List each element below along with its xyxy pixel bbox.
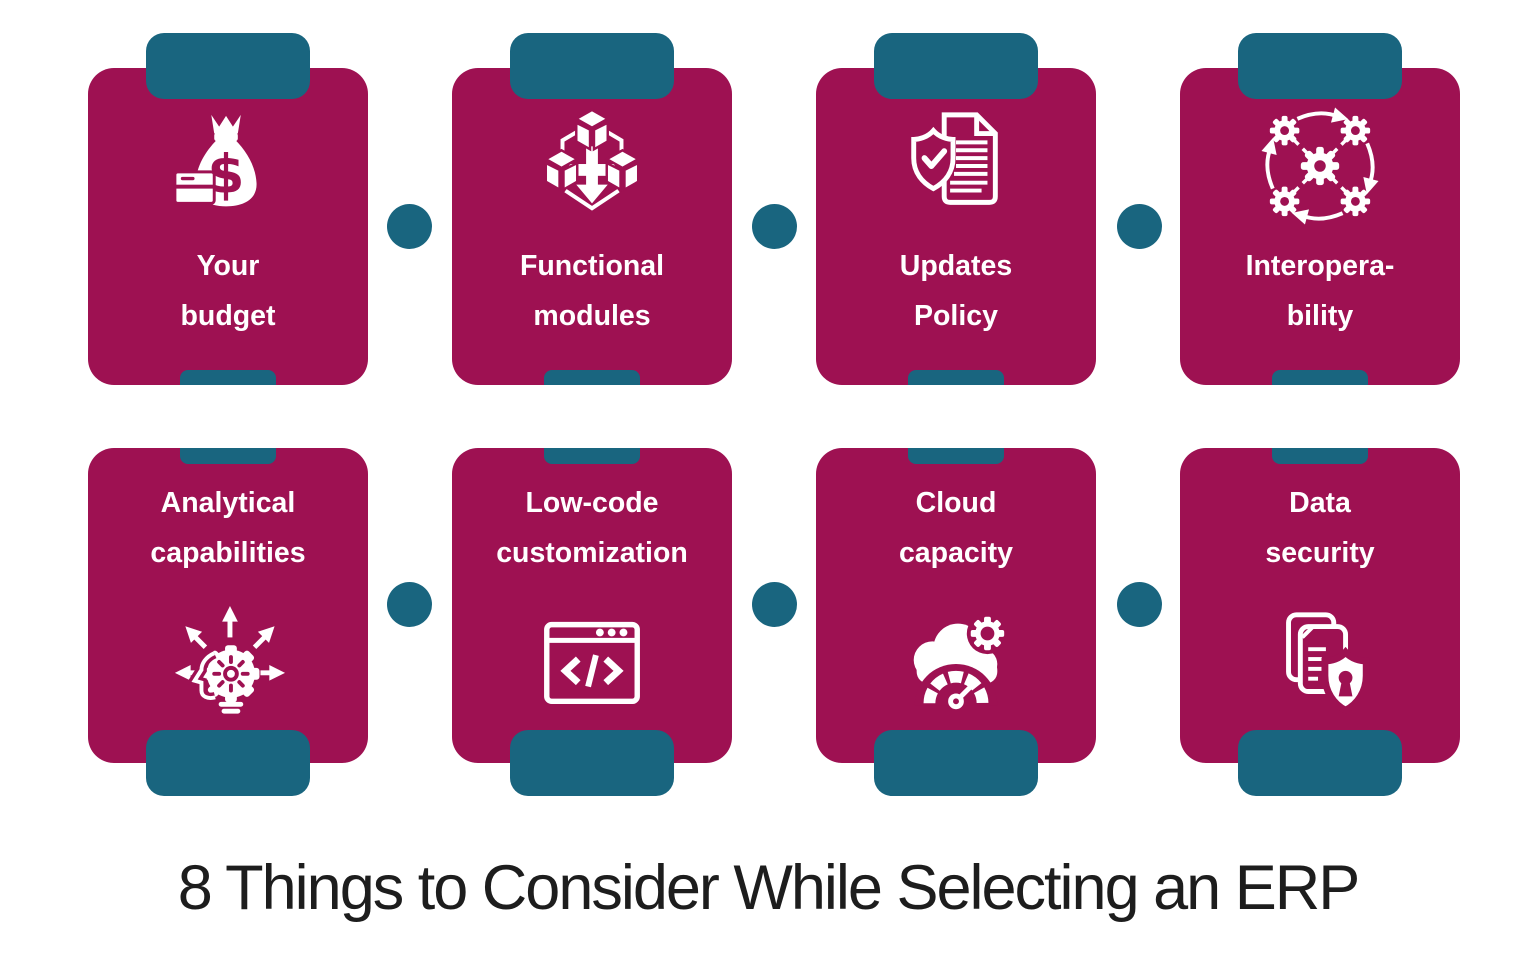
card-label-line2: capacity [898, 537, 1014, 569]
documents-shield-lock-icon [1286, 612, 1370, 715]
clip-tab-top [180, 448, 276, 464]
clip-tab-bottom [180, 370, 276, 385]
connector-dot [387, 582, 432, 627]
connector-dot [1117, 204, 1162, 249]
card-label: Your budget [88, 241, 368, 341]
clip-tab-bottom [146, 730, 310, 796]
card-label-line1: Interopera- [1245, 250, 1395, 282]
card-label-line2: budget [180, 300, 276, 332]
cloud-gear-gauge-icon [913, 612, 1009, 710]
clip-tab-top [544, 448, 640, 464]
modules-cubes-icon [543, 108, 641, 211]
card-label-line1: Low-code [525, 487, 659, 519]
card-label-line2: customization [496, 537, 688, 569]
card-label-line2: modules [533, 300, 651, 332]
card-label: Data security [1180, 478, 1460, 578]
card-your-budget: $ Your budget [88, 33, 368, 385]
card-label-line1: Analytical [160, 487, 296, 519]
card-label-line2: Policy [914, 300, 998, 332]
clip-tab-bottom [510, 730, 674, 796]
clip-tab-bottom [544, 370, 640, 385]
card-analytical-capabilities: Analytical capabilities [88, 448, 368, 796]
card-functional-modules: Functional modules [452, 33, 732, 385]
clip-tab-top [908, 448, 1004, 464]
card-label: Updates Policy [816, 241, 1096, 341]
card-label-line1: Your [196, 250, 260, 282]
clip-tab-bottom [1272, 370, 1368, 385]
card-interoperability: Interopera- bility [1180, 33, 1460, 385]
clip-tab-top [510, 33, 674, 99]
connector-dot [752, 204, 797, 249]
clip-tab-top [874, 33, 1038, 99]
code-window-icon [544, 621, 640, 705]
card-label-line2: bility [1286, 300, 1354, 332]
card-label: Analytical capabilities [88, 478, 368, 578]
card-label: Low-code customization [452, 478, 732, 578]
card-label-line1: Cloud [915, 487, 997, 519]
card-label: Functional modules [452, 241, 732, 341]
connector-dot [387, 204, 432, 249]
card-label-line2: security [1265, 537, 1375, 569]
card-updates-policy: Updates Policy [816, 33, 1096, 385]
head-gear-analysis-icon [174, 605, 286, 714]
card-low-code-customization: Low-code customization [452, 448, 732, 796]
card-label-line1: Functional [519, 250, 665, 282]
connected-gears-icon [1261, 106, 1379, 225]
money-bag-icon: $ [173, 114, 257, 206]
clip-tab-top [1272, 448, 1368, 464]
card-label-line1: Updates [899, 250, 1013, 282]
infographic-title: 8 Things to Consider While Selecting an … [177, 853, 1361, 923]
card-cloud-capacity: Cloud capacity [816, 448, 1096, 796]
connector-dot [1117, 582, 1162, 627]
card-label-line1: Data [1289, 487, 1351, 519]
clip-tab-bottom [908, 370, 1004, 385]
card-label: Cloud capacity [816, 478, 1096, 578]
card-label: Interopera- bility [1180, 241, 1460, 341]
connector-dot [752, 582, 797, 627]
clip-tab-top [146, 33, 310, 99]
clip-tab-top [1238, 33, 1402, 99]
clip-tab-bottom [874, 730, 1038, 796]
clip-tab-bottom [1238, 730, 1402, 796]
shield-document-icon [911, 111, 998, 205]
card-data-security: Data security [1180, 448, 1460, 796]
card-label-line2: capabilities [150, 537, 306, 569]
